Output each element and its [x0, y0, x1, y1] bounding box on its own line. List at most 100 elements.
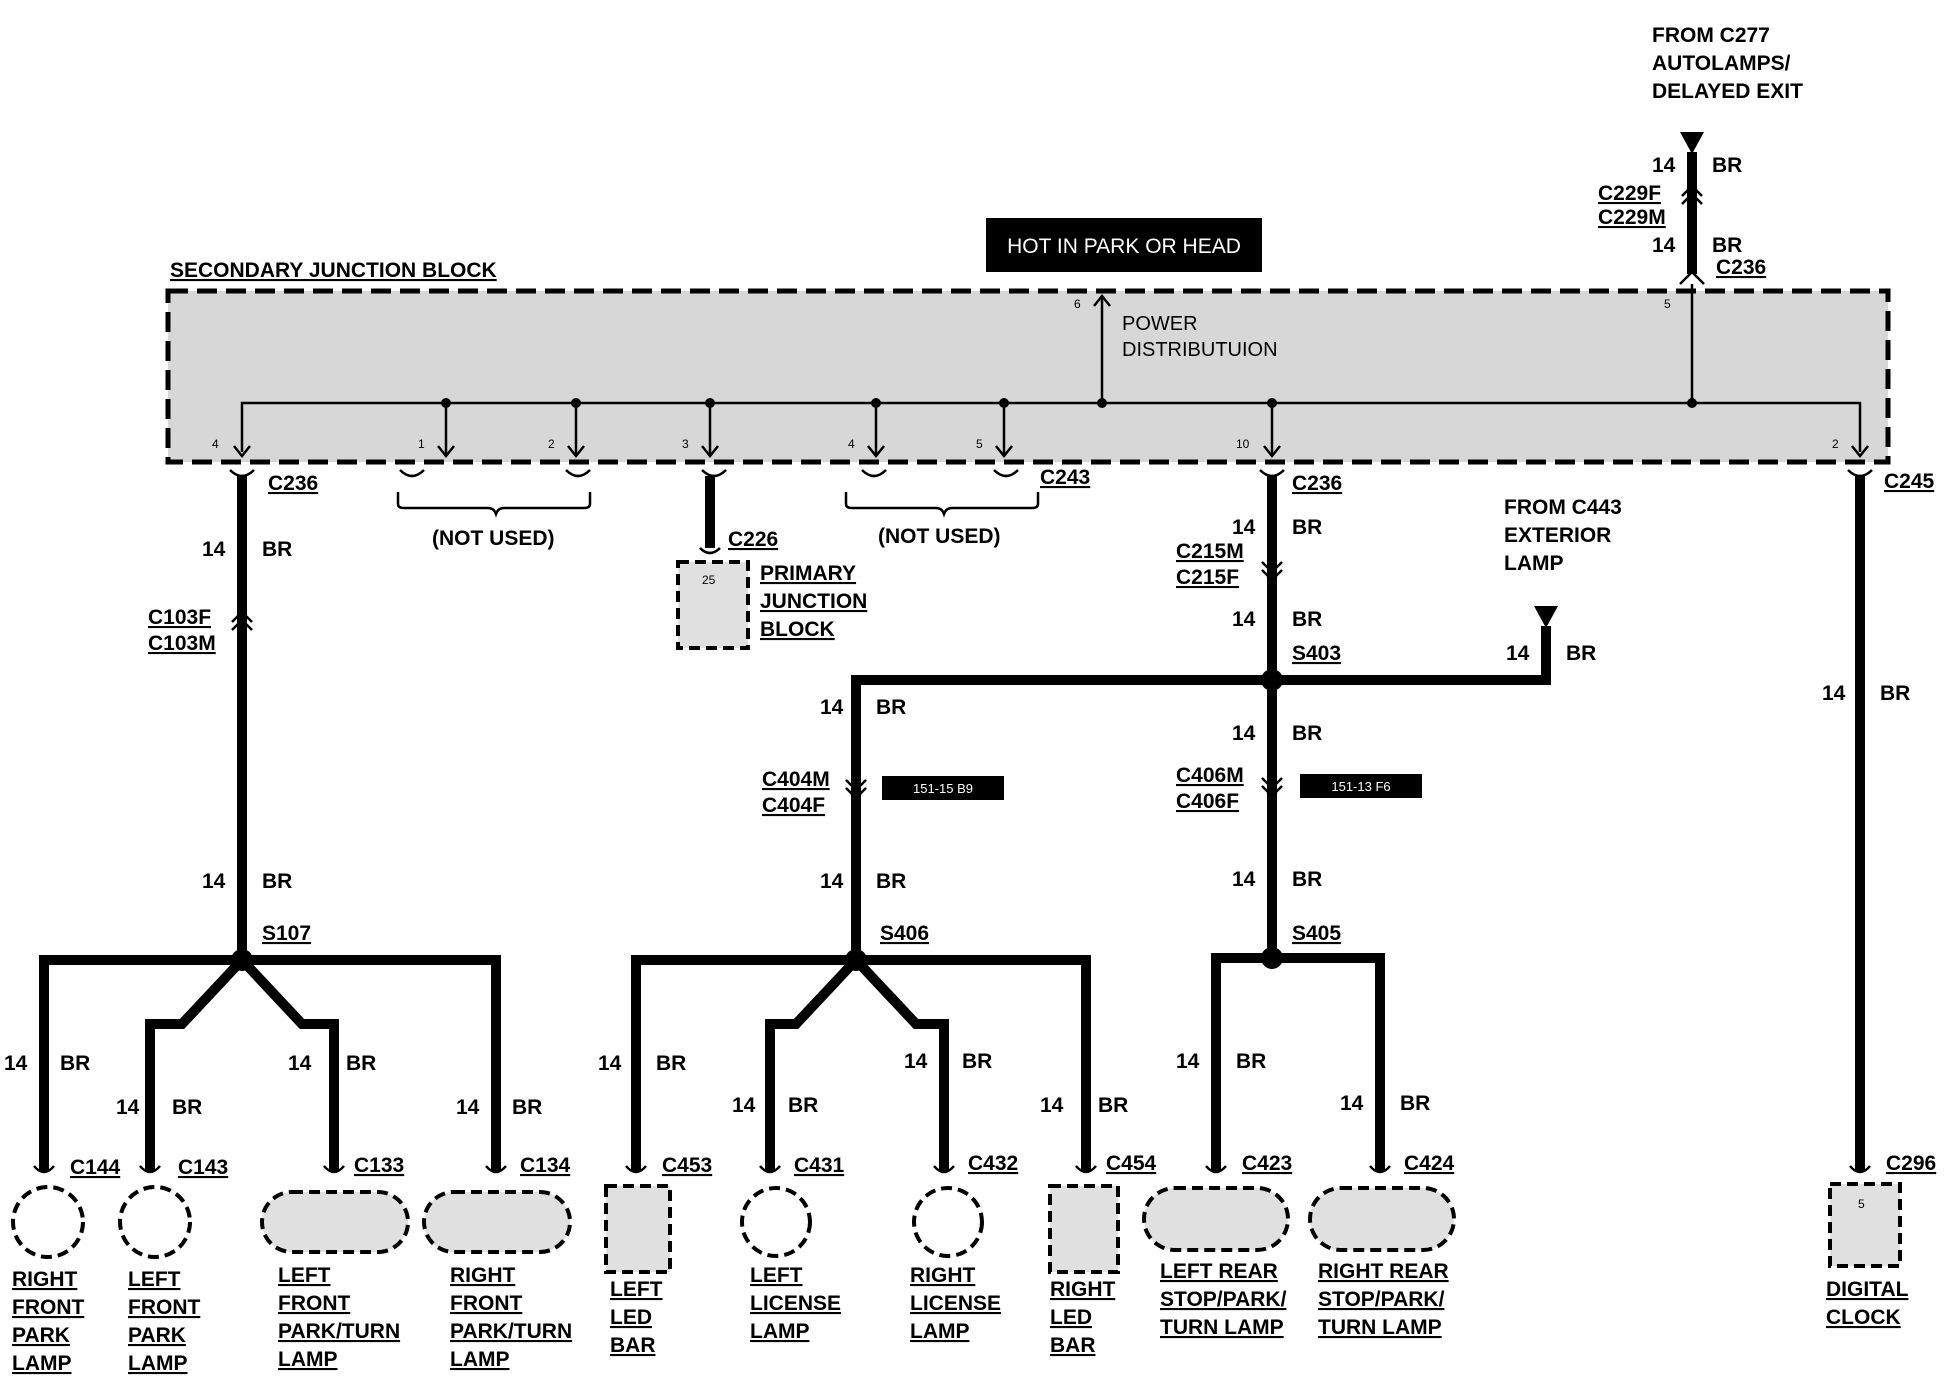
wire-color: BR	[1292, 516, 1322, 539]
svg-text:LEFT REAR: LEFT REAR	[1160, 1260, 1278, 1283]
wire-color: BR	[876, 870, 906, 893]
connector-c432: C432	[968, 1152, 1018, 1175]
wire-color: BR	[1566, 642, 1596, 665]
svg-text:PARK: PARK	[128, 1324, 186, 1347]
connector-c236-center: C236	[1292, 472, 1342, 495]
component-label-c453: LEFT LED BAR	[610, 1278, 663, 1357]
svg-text:BR: BR	[1400, 1092, 1430, 1115]
svg-text:FRONT: FRONT	[450, 1292, 522, 1315]
svg-text:14: 14	[288, 1052, 312, 1075]
svg-text:14: 14	[1340, 1092, 1364, 1115]
wire-color: BR	[262, 538, 292, 561]
splice-s405: S405	[1292, 922, 1341, 945]
power-distribution-line1: POWER	[1122, 313, 1198, 335]
hot-in-park-label: HOT IN PARK OR HEAD	[1007, 235, 1241, 258]
connector-c236-left: C236	[268, 472, 318, 495]
component-connector-cups	[33, 1165, 1871, 1174]
component-label-c432: RIGHT LICENSE LAMP	[910, 1264, 1001, 1343]
connector-c229-symbol	[1681, 184, 1703, 197]
splice-s403: S403	[1292, 642, 1341, 665]
svg-text:LICENSE: LICENSE	[750, 1292, 841, 1315]
wire-to-c133	[238, 956, 339, 1172]
wire-gauge: 14	[202, 538, 226, 561]
svg-text:LICENSE: LICENSE	[910, 1292, 1001, 1315]
connector-c424: C424	[1404, 1152, 1455, 1175]
wire-to-c423	[1211, 953, 1272, 1172]
svg-text:RIGHT: RIGHT	[12, 1268, 78, 1291]
svg-text:FRONT: FRONT	[12, 1296, 84, 1319]
from-c443-line1: FROM C443	[1504, 496, 1622, 519]
wire-to-c454	[856, 955, 1091, 1172]
wire-gauge: 14	[1506, 642, 1530, 665]
connector-c226: C226	[728, 528, 778, 551]
wire-to-s406	[851, 675, 1272, 956]
svg-text:14: 14	[4, 1052, 28, 1075]
svg-text:TURN LAMP: TURN LAMP	[1318, 1316, 1442, 1339]
connector-c229-symbol-2	[1681, 192, 1703, 205]
wire-color: BR	[1712, 154, 1742, 177]
pin-number: 2	[1832, 437, 1839, 451]
hot-in-park-banner	[986, 218, 1262, 272]
splice-s406: S406	[880, 922, 929, 945]
connector-c404-symbol	[845, 779, 867, 792]
svg-text:LAMP: LAMP	[450, 1348, 510, 1371]
lamp-c431	[740, 1186, 812, 1258]
connector-c406m: C406M	[1176, 764, 1244, 787]
wire-gauge: 14	[820, 870, 844, 893]
connector-c143: C143	[178, 1156, 228, 1179]
from-c277-arrow-icon	[1680, 132, 1704, 154]
connector-c215-symbol-2	[1261, 569, 1283, 582]
primary-label-2: JUNCTION	[760, 590, 867, 613]
wire-color: BR	[876, 696, 906, 719]
svg-text:BR: BR	[1098, 1094, 1128, 1117]
component-label-c431: LEFT LICENSE LAMP	[750, 1264, 841, 1343]
svg-text:LAMP: LAMP	[910, 1320, 970, 1343]
component-label-c143: LEFT FRONT PARK LAMP	[128, 1268, 200, 1375]
svg-text:BR: BR	[172, 1096, 202, 1119]
lamp-c423	[1142, 1186, 1290, 1252]
svg-text:14: 14	[598, 1052, 622, 1075]
ref-label-1: 151-15 B9	[913, 781, 973, 796]
connector-c103f: C103F	[148, 606, 211, 629]
svg-text:14: 14	[1040, 1094, 1064, 1117]
svg-text:FRONT: FRONT	[128, 1296, 200, 1319]
primary-label-1: PRIMARY	[760, 562, 856, 585]
connector-c215m: C215M	[1176, 540, 1244, 563]
not-used-brace-1	[396, 492, 592, 518]
component-label-c454: RIGHT LED BAR	[1050, 1278, 1116, 1357]
wire-gauge: 14	[1232, 516, 1256, 539]
component-label-c134: RIGHT FRONT PARK/TURN LAMP	[450, 1264, 572, 1371]
connector-c296: C296	[1886, 1152, 1936, 1175]
connector-c404-symbol-2	[845, 787, 867, 800]
wire-color: BR	[262, 870, 292, 893]
connector-c236-top: C236	[1716, 256, 1766, 279]
wire-gauge: 14	[1232, 722, 1256, 745]
svg-text:BR: BR	[346, 1052, 376, 1075]
pin-arrow-icons	[233, 293, 1869, 459]
wire-c443-feed	[1272, 626, 1551, 685]
power-distribution-line2: DISTRIBUTUION	[1122, 339, 1278, 361]
from-c277-line3: DELAYED EXIT	[1652, 80, 1803, 103]
not-used-label-2: (NOT USED)	[878, 525, 1001, 548]
primary-pin: 25	[702, 573, 716, 587]
wire-color: BR	[1292, 722, 1322, 745]
clock-pin: 5	[1858, 1197, 1865, 1211]
svg-text:BR: BR	[656, 1052, 686, 1075]
ref-box-1	[882, 776, 1004, 800]
svg-text:RIGHT: RIGHT	[910, 1264, 976, 1287]
svg-text:LEFT: LEFT	[610, 1278, 663, 1301]
pin-number: 4	[848, 437, 855, 451]
connector-c245: C245	[1884, 470, 1935, 493]
primary-junction-block	[676, 560, 750, 650]
svg-text:LEFT: LEFT	[278, 1264, 331, 1287]
svg-text:LAMP: LAMP	[278, 1348, 338, 1371]
connector-c453: C453	[662, 1154, 712, 1177]
wire-color: BR	[1880, 682, 1910, 705]
wire-to-c432	[852, 956, 949, 1172]
ledbar-c453	[604, 1184, 672, 1274]
lamp-c424	[1308, 1186, 1456, 1252]
svg-text:LED: LED	[610, 1306, 652, 1329]
connector-c423: C423	[1242, 1152, 1292, 1175]
